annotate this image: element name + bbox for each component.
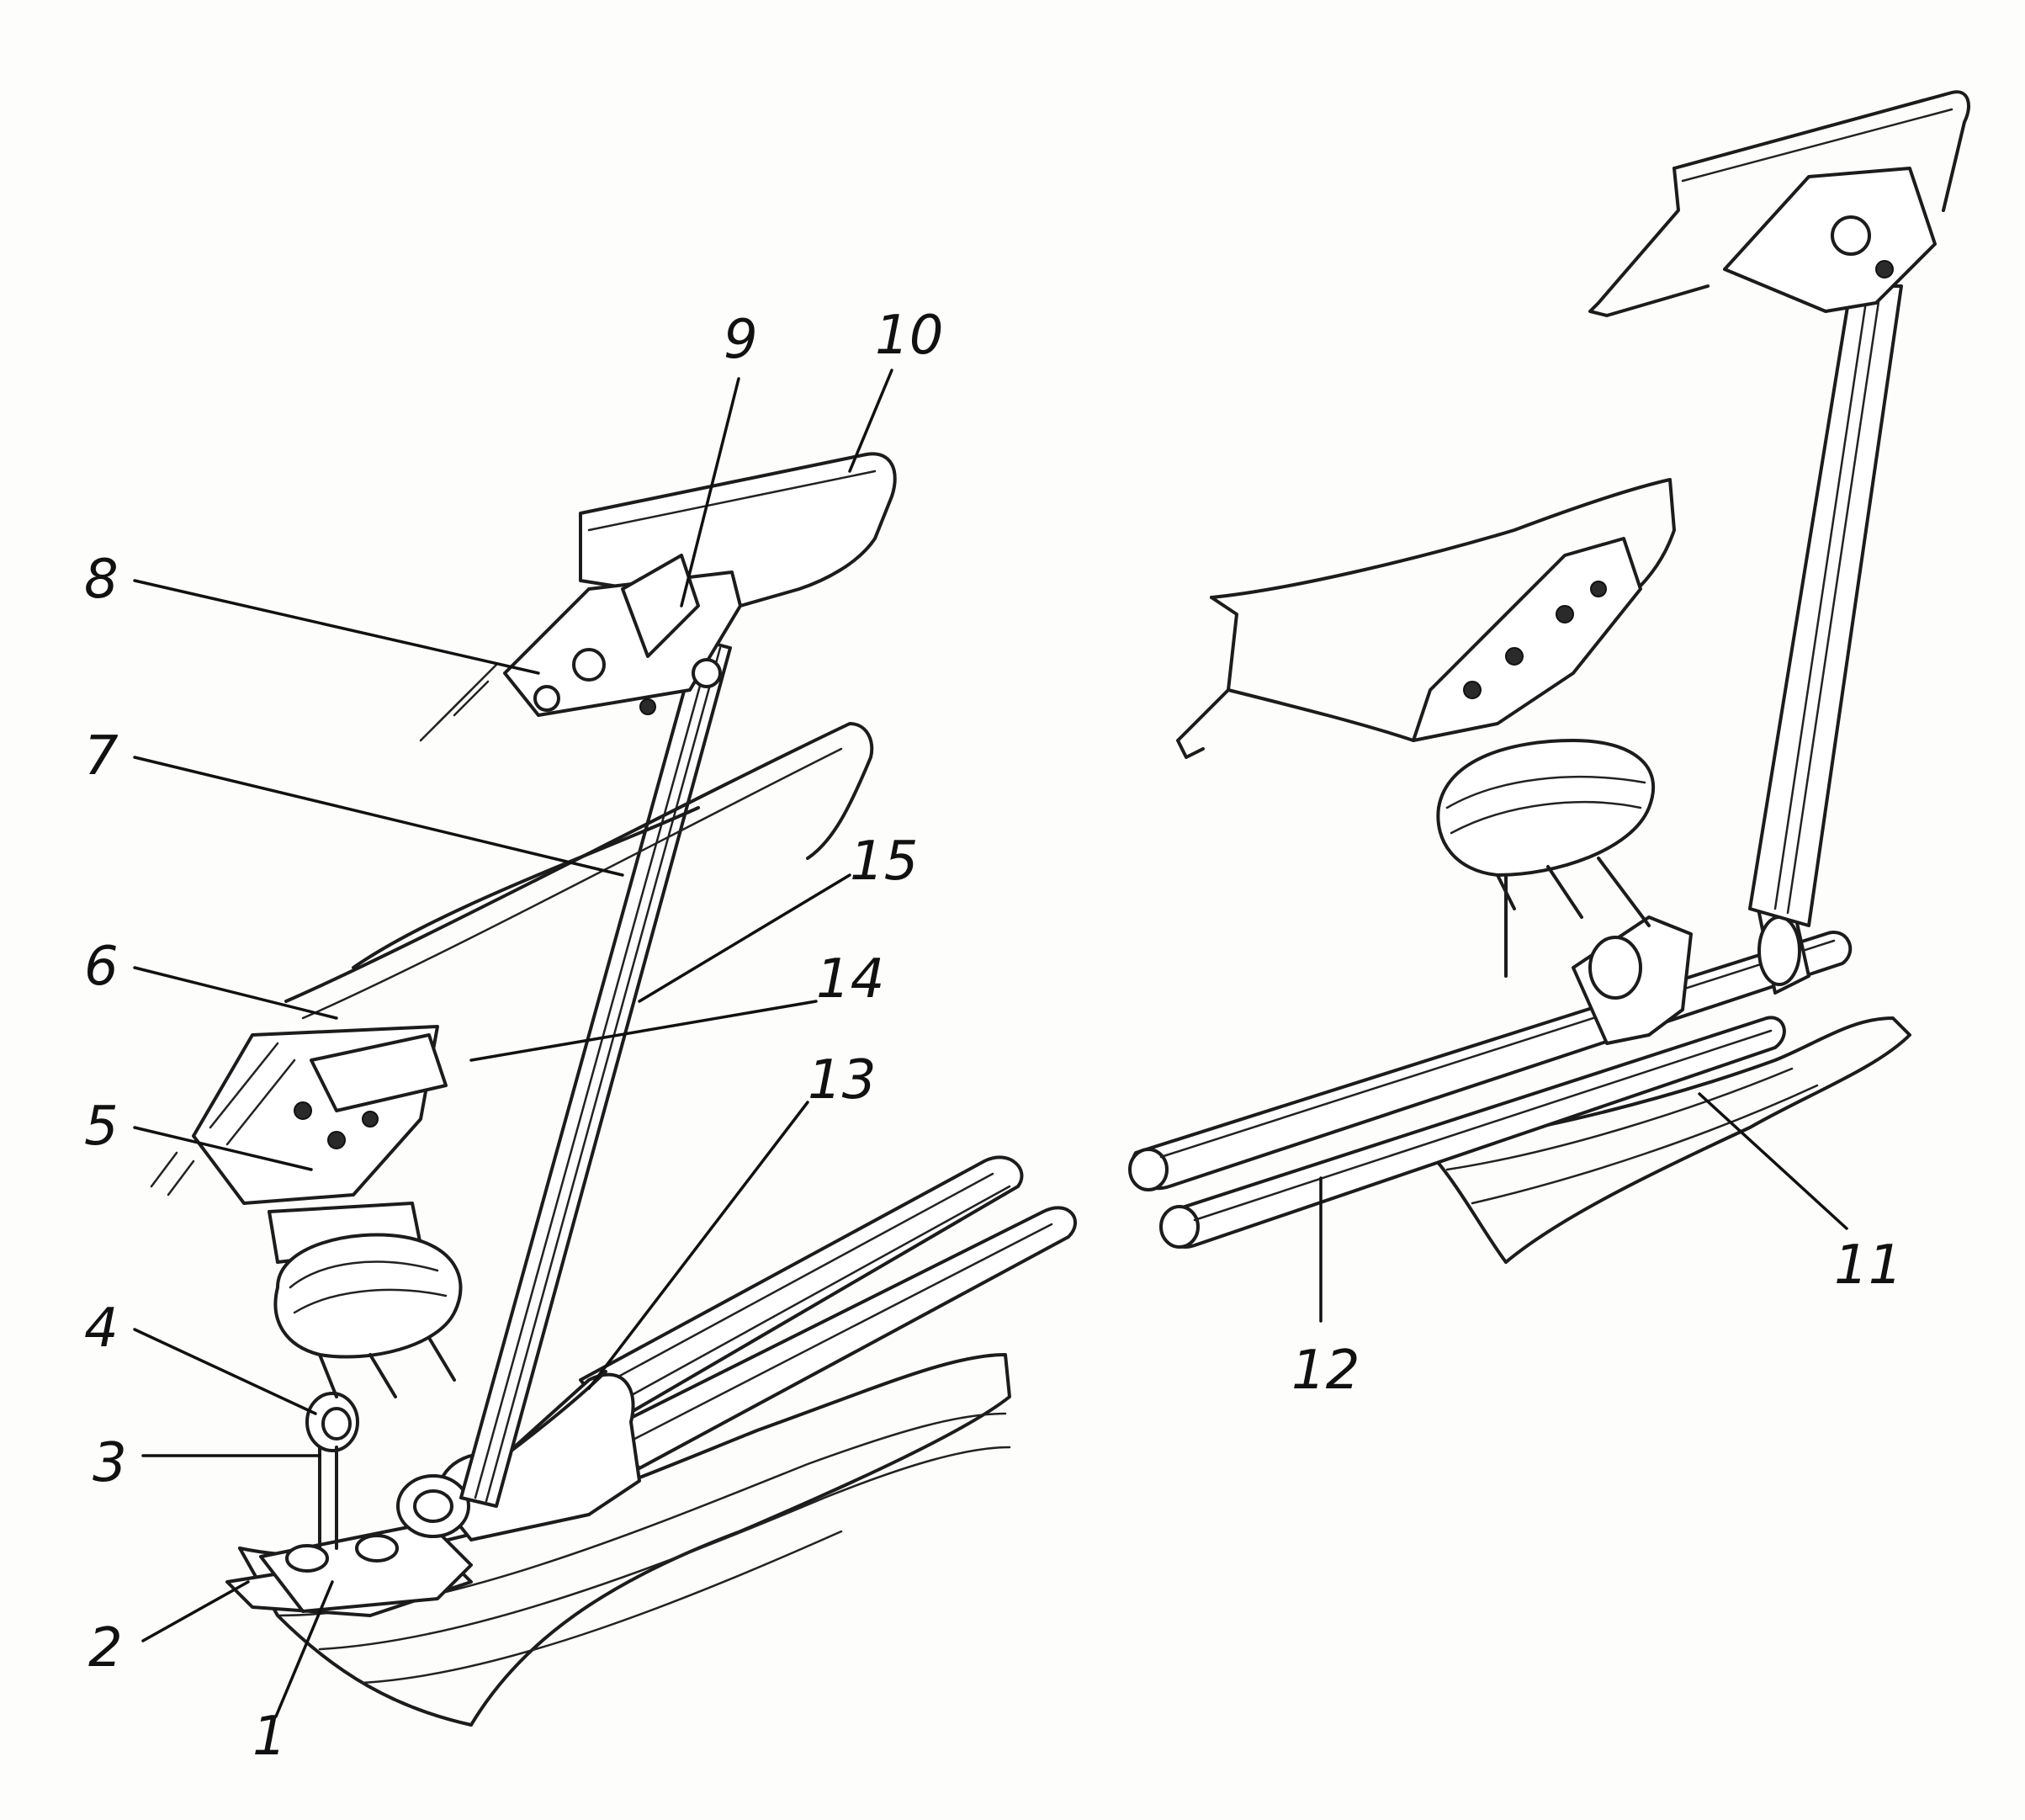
leader-lines [133,369,1848,1718]
left-upper-bracket [419,452,897,742]
leader-9 [680,377,740,608]
bolt-icon [285,1544,329,1573]
callout-5: 5 [84,1096,119,1158]
leader-6 [133,966,338,1020]
callout-4: 4 [84,1297,119,1360]
left-ring-collar [268,1202,463,1398]
callout-1: 1 [252,1706,287,1768]
left-seat-rail [579,1155,1078,1470]
leader-13 [587,1101,809,1390]
left-middle-rail [284,722,874,1020]
leader-7 [133,756,624,877]
leader-8 [133,579,540,675]
left-pivot-bushing [305,1392,359,1550]
callout-14: 14 [816,948,884,1011]
right-assembly [1128,90,1970,1264]
left-strut [459,638,732,1508]
left-lower-mount [150,1025,448,1205]
leader-11 [1698,1092,1848,1230]
left-base-plate [225,1521,473,1617]
right-ring-collar [1436,739,1655,978]
callout-13: 13 [808,1049,876,1112]
callout-9: 9 [724,309,758,371]
callout-labels: 1 2 3 4 5 6 7 8 9 10 11 12 13 14 15 [84,305,1902,1768]
right-top-bracket [1588,90,1970,317]
leader-14 [469,1000,818,1062]
leader-1 [274,1580,334,1718]
callout-3: 3 [93,1432,127,1494]
right-strut [1748,284,1903,927]
leader-5 [133,1126,313,1171]
right-seat-mount [1176,478,1676,759]
callout-10: 10 [875,305,943,367]
callout-8: 8 [84,549,119,611]
leader-2 [141,1580,250,1642]
left-assembly [150,452,1078,1727]
callout-12: 12 [1291,1340,1360,1402]
callout-6: 6 [84,936,119,998]
callout-2: 2 [88,1617,123,1679]
callout-7: 7 [84,725,119,788]
bolt-icon [355,1534,399,1563]
callout-11: 11 [1834,1234,1902,1297]
leader-15 [638,873,851,1003]
leader-4 [133,1328,317,1415]
right-floor-panel [1420,1016,1911,1264]
callout-15: 15 [850,830,918,893]
leader-10 [848,369,893,473]
